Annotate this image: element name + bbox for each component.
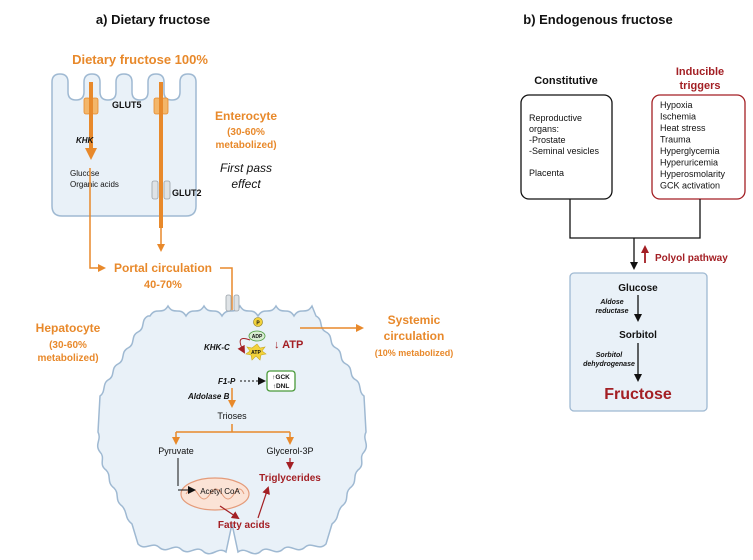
list-item: Reproductive	[529, 113, 582, 123]
acetyl-coa-label: Acetyl CoA	[200, 487, 240, 496]
atp-small-label: ATP	[251, 350, 261, 356]
phosphate-label: P	[256, 321, 260, 327]
list-item: -Prostate	[529, 135, 566, 145]
hepatocyte-title: Hepatocyte	[36, 321, 101, 335]
hepatocyte-pct: (30-60%	[49, 340, 87, 351]
constitutive-box	[520, 94, 613, 200]
dnl-label: ↑DNL	[273, 383, 290, 390]
triglycerides-label: Triglycerides	[259, 473, 321, 484]
f1p-label: F1-P	[218, 377, 236, 386]
systemic-pct: (10% metabolized)	[375, 348, 454, 358]
list-item: -Seminal vesicles	[529, 146, 600, 156]
gck-dnl-box	[266, 370, 296, 392]
atp-decrease-label: ↓ ATP	[274, 339, 303, 351]
aldose-reductase-line2: reductase	[595, 308, 628, 315]
list-item: Trauma	[660, 135, 691, 145]
glut5-label: GLUT5	[112, 100, 142, 110]
list-item: Placenta	[529, 168, 564, 178]
glut2-label: GLUT2	[172, 188, 202, 198]
list-item: Ischemia	[660, 112, 696, 122]
atp-burst-icon	[245, 343, 267, 361]
glycerol-label: Glycerol-3P	[266, 446, 313, 456]
acetyl-to-fa-arrow	[219, 505, 240, 520]
gck-label: ↑GCK	[272, 374, 290, 381]
systemic-line1: Systemic	[388, 313, 441, 327]
sdh-line1: Sorbitol	[596, 352, 623, 359]
fa-to-tg-arrow	[257, 486, 270, 519]
sorbitol-label: Sorbitol	[619, 330, 657, 341]
aldolase-b-label: Aldolase B	[187, 392, 230, 401]
systemic-line2: circulation	[384, 329, 445, 343]
hepatocyte-metabolized: metabolized)	[37, 353, 98, 364]
panel-a-title: a) Dietary fructose	[96, 12, 210, 27]
inducible-box	[651, 94, 746, 200]
phosphate-icon	[253, 317, 263, 327]
adp-label: ADP	[252, 334, 263, 340]
inducible-header-line1: Inducible	[676, 66, 724, 78]
organic-acids-label: Organic acids	[70, 180, 119, 189]
list-item: Hypoxia	[660, 100, 693, 110]
hepatocyte-transporter-icon	[225, 294, 240, 312]
portal-circulation-label: Portal circulation	[114, 261, 212, 275]
glut2-transporter-icon	[151, 180, 171, 200]
glucose-b-label: Glucose	[618, 283, 658, 294]
fatty-acids-label: Fatty acids	[218, 520, 271, 531]
trioses-branch-lines	[175, 424, 291, 442]
list-item: organs:	[529, 124, 559, 134]
dietary-fructose-label: Dietary fructose 100%	[72, 52, 208, 67]
polyol-pathway-box	[569, 272, 708, 412]
fructose-b-label: Fructose	[604, 386, 672, 403]
glucose-label: Glucose	[70, 169, 100, 178]
aldose-reductase-line1: Aldose	[599, 299, 623, 306]
atp-cycle-arrow	[237, 338, 251, 354]
pyruvate-label: Pyruvate	[158, 446, 194, 456]
enterocyte-pct: (30-60%	[227, 127, 265, 138]
adp-badge	[248, 330, 266, 342]
enterocyte-metabolized: metabolized)	[215, 140, 276, 151]
first-pass-line2: effect	[231, 177, 261, 191]
trioses-label: Trioses	[217, 411, 247, 421]
enterocyte-title: Enterocyte	[215, 109, 277, 123]
constitutive-header: Constitutive	[534, 75, 598, 87]
sources-connector	[569, 199, 701, 239]
panel-b-title: b) Endogenous fructose	[523, 12, 673, 27]
sdh-line2: dehydrogenase	[583, 361, 635, 368]
first-pass-line1: First pass	[220, 161, 272, 175]
glucose-to-portal-arrow	[89, 168, 106, 272]
portal-circulation-pct: 40-70%	[144, 279, 182, 291]
list-item: Hyperglycemia	[660, 146, 720, 156]
list-item: Heat stress	[660, 123, 706, 133]
polyol-pathway-label: Polyol pathway	[655, 253, 728, 264]
khkc-label: KHK-C	[204, 343, 230, 352]
khk-label: KHK	[76, 136, 95, 145]
inducible-header-line2: triggers	[680, 80, 721, 92]
list-item: Hyperuricemia	[660, 158, 718, 168]
mitochondrion-icon	[180, 477, 250, 511]
list-item: GCK activation	[660, 181, 720, 191]
list-item: Hyperosmolarity	[660, 169, 726, 179]
